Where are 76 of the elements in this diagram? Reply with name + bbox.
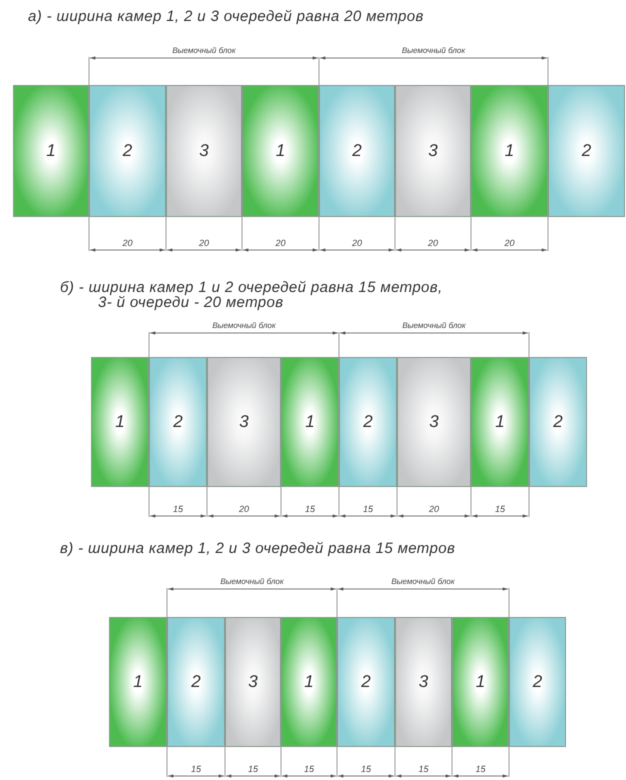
chamber-band: [13, 85, 89, 217]
dimension-label: 20: [504, 239, 514, 248]
heading-text: 3- й очереди - 20 метров: [98, 294, 284, 312]
chamber-band: [529, 357, 587, 487]
chamber-band: [109, 617, 167, 747]
chamber-number: 1: [504, 140, 514, 162]
chamber-number: 3: [428, 140, 438, 162]
chamber-number: 1: [495, 411, 505, 434]
chamber-band: [471, 357, 529, 487]
dimension-label: Выемочный блок: [402, 47, 466, 55]
chamber-number: 2: [352, 140, 362, 162]
dimension-label: Выемочный блок: [172, 47, 236, 55]
chamber-band: [166, 85, 242, 217]
chamber-band: [91, 357, 149, 487]
chamber-number: 1: [476, 671, 486, 694]
chamber-band: [339, 357, 397, 487]
dimension-label: 15: [361, 765, 371, 774]
dimension-label: 15: [305, 505, 315, 514]
chamber-number: 2: [173, 411, 183, 434]
dimension-label: 15: [173, 505, 183, 514]
chamber-number: 1: [305, 411, 315, 434]
dimension-label: Выемочный блок: [220, 578, 284, 586]
chamber-band: [397, 357, 471, 487]
dimension-label: 15: [248, 765, 258, 774]
chamber-number: 1: [133, 671, 143, 694]
dimension-label: 20: [352, 239, 362, 248]
chamber-band: [337, 617, 395, 747]
dimension-label: 15: [476, 765, 486, 774]
chamber-band: [471, 85, 548, 217]
chamber-number: 2: [191, 671, 201, 694]
chamber-band: [509, 617, 566, 747]
dimension-label: 15: [191, 765, 201, 774]
heading-text: в) - ширина камер 1, 2 и 3 очередей равна 15 метров: [60, 540, 456, 558]
dimension-label: 20: [429, 505, 439, 514]
chamber-number: 2: [122, 140, 132, 162]
chamber-number: 3: [239, 411, 249, 434]
chamber-number: 3: [429, 411, 439, 434]
dimension-label: 15: [363, 505, 373, 514]
chamber-number: 1: [304, 671, 314, 694]
chamber-band: [395, 617, 452, 747]
heading-text: б) - ширина камер 1 и 2 очередей равна 15 метров,: [60, 279, 442, 296]
dimension-label: 20: [122, 239, 132, 248]
dimension-label: 15: [304, 765, 314, 774]
chamber-band: [149, 357, 207, 487]
chamber-number: 2: [532, 671, 542, 694]
chamber-number: 3: [418, 671, 428, 694]
dimension-label: 15: [418, 765, 428, 774]
chamber-band: [207, 357, 281, 487]
chamber-number: 1: [115, 411, 125, 434]
dimension-label: 20: [239, 505, 249, 514]
chamber-number: 3: [199, 140, 209, 162]
chamber-band: [167, 617, 225, 747]
chamber-number: 2: [582, 140, 592, 162]
dimension-label: 20: [428, 239, 438, 248]
chamber-number: 2: [361, 671, 371, 694]
dimension-label: Выемочный блок: [212, 322, 276, 330]
chamber-band: [319, 85, 395, 217]
chamber-number: 3: [248, 671, 258, 694]
dimension-label: 20: [199, 239, 209, 248]
chamber-number: 1: [46, 140, 56, 162]
chamber-band: [225, 617, 281, 747]
chamber-band: [281, 617, 337, 747]
chamber-band: [395, 85, 471, 217]
chamber-number: 2: [363, 411, 373, 434]
chamber-band: [548, 85, 625, 217]
chamber-number: 2: [553, 411, 563, 434]
chamber-band: [281, 357, 339, 487]
dimension-label: Выемочный блок: [391, 578, 455, 586]
dimension-label: 15: [495, 505, 505, 514]
chamber-band: [452, 617, 509, 747]
chamber-number: 1: [276, 140, 286, 162]
chamber-band: [242, 85, 319, 217]
dimension-label: 20: [276, 239, 286, 248]
chamber-band: [89, 85, 166, 217]
dimension-label: Выемочный блок: [402, 322, 466, 330]
heading-text: а) - ширина камер 1, 2 и 3 очередей равна 20 метров: [28, 8, 424, 26]
